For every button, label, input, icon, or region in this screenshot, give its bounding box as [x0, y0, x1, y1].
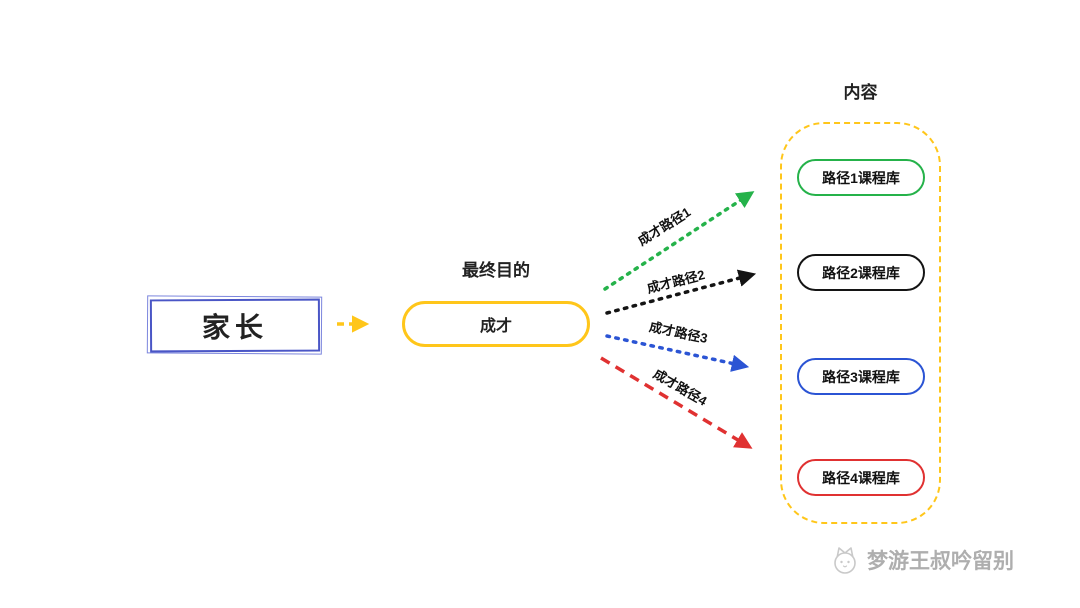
content-item-path1: 路径1课程库	[797, 159, 925, 196]
path4-label: 成才路径4	[650, 366, 710, 409]
path3-label: 成才路径3	[647, 318, 709, 346]
content-group-title: 内容	[843, 83, 878, 102]
content-item-path2-label: 路径2课程库	[822, 264, 900, 281]
content-group-container	[780, 122, 941, 524]
watermark: 梦游王叔吟留别	[829, 544, 1014, 576]
parent-node-label: 家长	[201, 311, 269, 343]
content-item-path4-label: 路径4课程库	[822, 469, 900, 486]
content-item-path2: 路径2课程库	[797, 254, 925, 291]
goal-node: 成才	[402, 301, 590, 347]
content-item-path4: 路径4课程库	[797, 459, 925, 496]
goal-title: 最终目的	[462, 261, 530, 280]
content-item-path3: 路径3课程库	[797, 358, 925, 395]
cat-logo-icon	[834, 547, 856, 574]
path2-label: 成才路径2	[645, 267, 707, 296]
path1-label: 成才路径1	[635, 204, 694, 249]
content-item-path3-label: 路径3课程库	[822, 368, 900, 385]
goal-node-label: 成才	[479, 318, 512, 335]
parent-node: 家长	[149, 298, 321, 353]
watermark-text: 梦游王叔吟留别	[867, 550, 1014, 573]
content-item-path1-label: 路径1课程库	[822, 169, 900, 186]
